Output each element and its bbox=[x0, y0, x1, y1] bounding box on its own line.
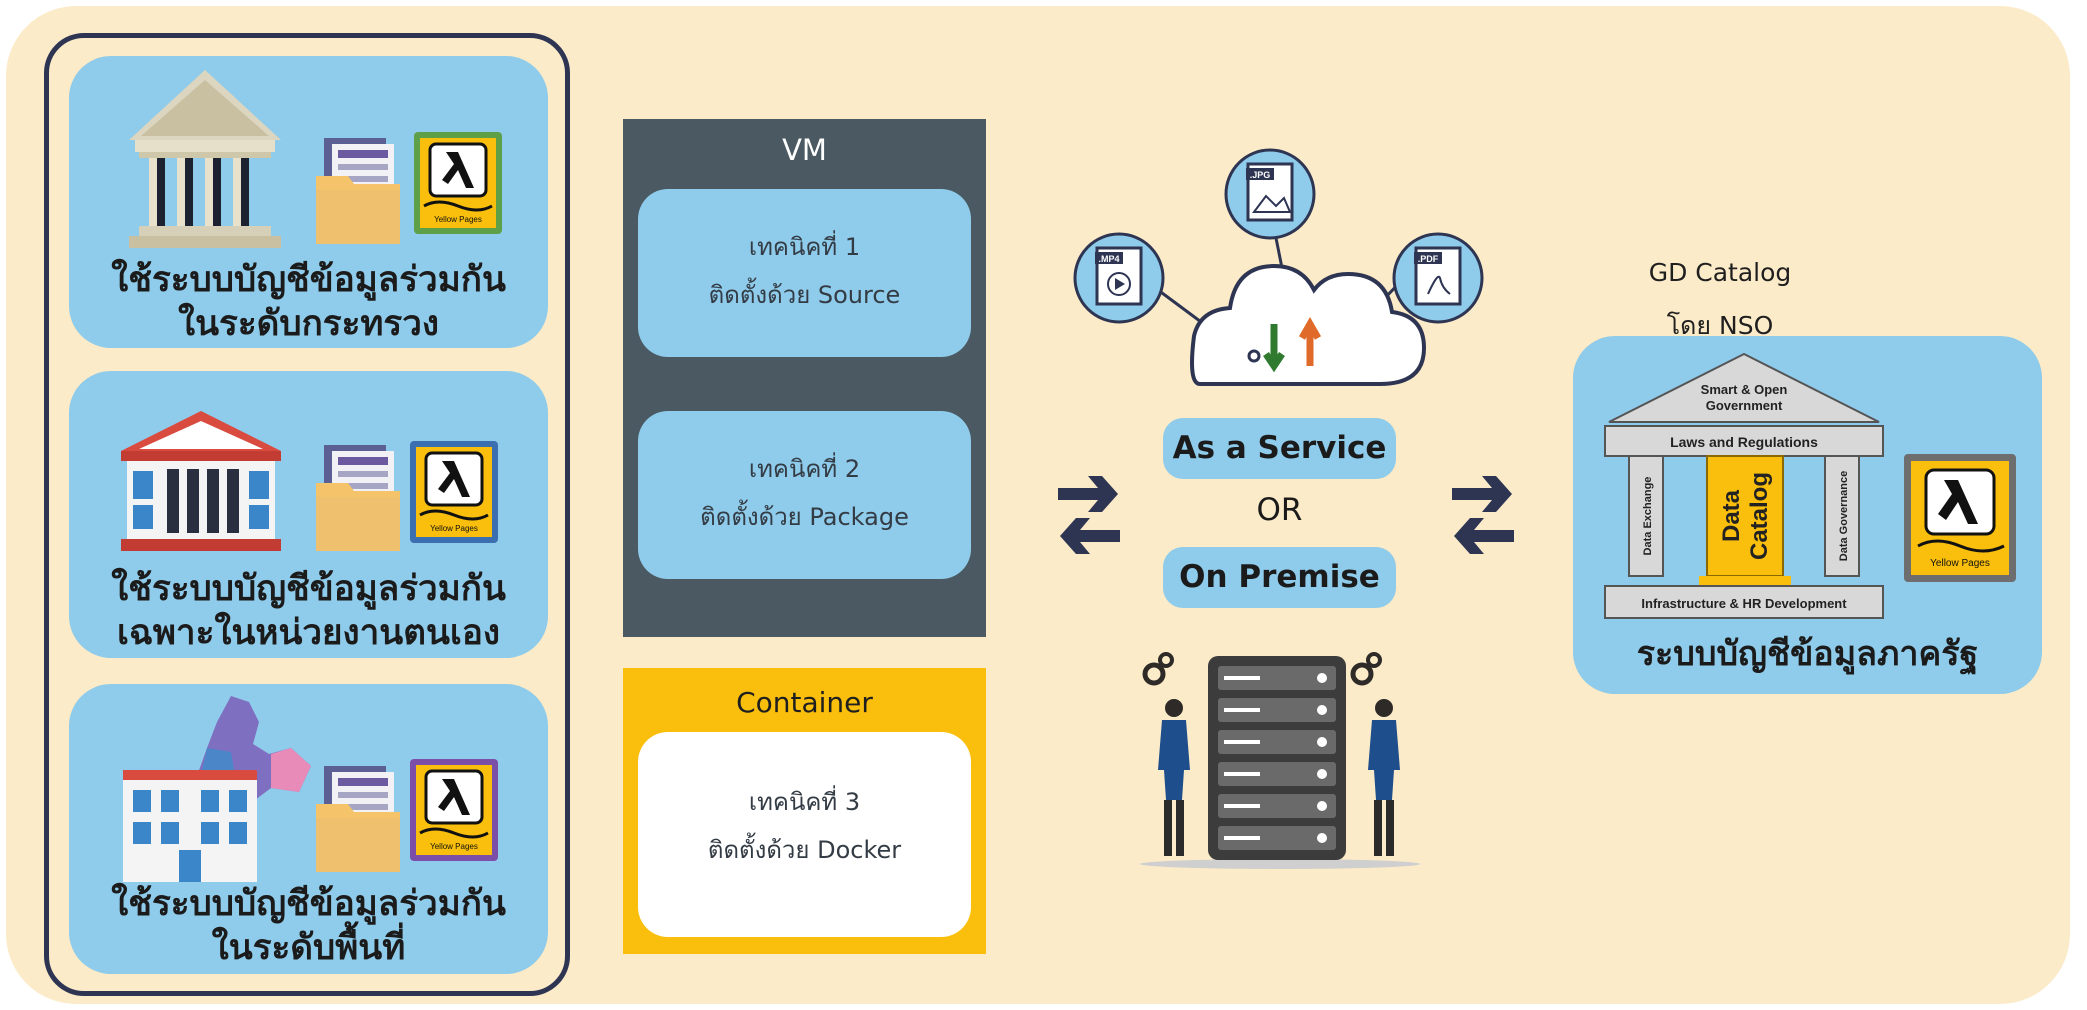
technique-name: เทคนิคที่ 2 bbox=[748, 455, 861, 483]
level-label-line1: ใช้ระบบบัญชีข้อมูลร่วมกัน bbox=[111, 884, 506, 924]
vm-panel: VM เทคนิคที่ 1 ติดตั้งด้วย Source เทคนิค… bbox=[623, 119, 986, 637]
technique-method: ติดตั้งด้วย Package bbox=[700, 503, 909, 531]
level-label-line2: ในระดับกระทรวง bbox=[178, 304, 439, 344]
svg-text:Laws and Regulations: Laws and Regulations bbox=[1670, 434, 1818, 450]
svg-text:Data: Data bbox=[1718, 489, 1745, 542]
documents-folder-icon bbox=[316, 138, 400, 244]
level-card-ministry: Yellow Pages ใช้ระบบบัญชีข้อมูลร่วมกัน ใ… bbox=[69, 56, 548, 348]
level-label-line1: ใช้ระบบบัญชีข้อมูลร่วมกัน bbox=[111, 260, 506, 300]
container-title: Container bbox=[736, 686, 873, 719]
svg-text:.JPG: .JPG bbox=[1250, 170, 1271, 180]
technique-card-1: เทคนิคที่ 1 ติดตั้งด้วย Source bbox=[638, 189, 971, 357]
government-catalog-card: Smart & Open Government Laws and Regulat… bbox=[1573, 336, 2042, 694]
top-edge-gap bbox=[580, 0, 2000, 6]
level-label-line1: ใช้ระบบบัญชีข้อมูลร่วมกัน bbox=[111, 569, 506, 609]
exchange-arrows-icon bbox=[1452, 476, 1514, 554]
government-pillars-icon: Smart & Open Government Laws and Regulat… bbox=[1604, 352, 1884, 619]
documents-folder-icon bbox=[316, 445, 400, 551]
svg-text:Catalog: Catalog bbox=[1746, 472, 1773, 560]
svg-text:.PDF: .PDF bbox=[1418, 254, 1439, 264]
technique-card-2: เทคนิคที่ 2 ติดตั้งด้วย Package bbox=[638, 411, 971, 579]
svg-text:.MP4: .MP4 bbox=[1098, 254, 1119, 264]
usage-levels-frame bbox=[44, 33, 570, 996]
svg-text:Yellow Pages: Yellow Pages bbox=[434, 215, 482, 224]
catalog-subtitle: โดย NSO bbox=[1666, 311, 1774, 340]
cloud-sync-icon: .JPG .MP4 .PDF bbox=[1073, 148, 1484, 386]
catalog-label: ระบบบัญชีข้อมูลภาครัฐ bbox=[1636, 634, 1979, 674]
regional-office-map-icon bbox=[123, 696, 311, 882]
yellow-pages-icon: Yellow Pages bbox=[414, 132, 502, 234]
documents-folder-icon bbox=[316, 766, 400, 872]
svg-text:Government: Government bbox=[1706, 398, 1783, 413]
exchange-arrows-icon bbox=[1058, 476, 1120, 554]
catalog-title: GD Catalog bbox=[1648, 258, 1792, 287]
technique-name: เทคนิคที่ 3 bbox=[748, 788, 861, 816]
yellow-pages-icon: Yellow Pages bbox=[410, 441, 498, 543]
technique-method: ติดตั้งด้วย Docker bbox=[707, 836, 902, 864]
svg-text:Smart & Open: Smart & Open bbox=[1701, 382, 1788, 397]
server-rack-icon bbox=[1140, 652, 1420, 869]
svg-text:Infrastructure & HR Developmen: Infrastructure & HR Development bbox=[1641, 596, 1847, 611]
svg-text:Yellow Pages: Yellow Pages bbox=[1930, 558, 1990, 569]
svg-text:Data Governance: Data Governance bbox=[1838, 471, 1850, 561]
level-label-line2: ในระดับพื้นที่ bbox=[211, 928, 406, 968]
level-card-agency: Yellow Pages ใช้ระบบบัญชีข้อมูลร่วมกัน เ… bbox=[69, 371, 548, 658]
on-premise-badge: On Premise bbox=[1163, 547, 1396, 608]
office-building-icon bbox=[121, 411, 281, 551]
technique-card-3: เทคนิคที่ 3 ติดตั้งด้วย Docker bbox=[638, 732, 971, 937]
yellow-pages-icon: Yellow Pages bbox=[1904, 454, 2016, 582]
technique-method: ติดตั้งด้วย Source bbox=[708, 281, 901, 309]
or-label: OR bbox=[1256, 492, 1303, 528]
yellow-pages-icon: Yellow Pages bbox=[410, 759, 498, 861]
engineer-icon bbox=[1142, 652, 1190, 856]
svg-text:Yellow Pages: Yellow Pages bbox=[430, 524, 478, 533]
svg-text:Data Exchange: Data Exchange bbox=[1642, 477, 1654, 556]
level-label-line2: เฉพาะในหน่วยงานตนเอง bbox=[117, 613, 500, 653]
as-a-service-badge: As a Service bbox=[1163, 418, 1396, 479]
level-card-area: Yellow Pages ใช้ระบบบัญชีข้อมูลร่วมกัน ใ… bbox=[69, 684, 548, 974]
ministry-building-icon bbox=[129, 70, 281, 248]
vm-title: VM bbox=[782, 133, 827, 167]
technique-name: เทคนิคที่ 1 bbox=[748, 233, 861, 261]
engineer-icon bbox=[1350, 652, 1400, 856]
container-panel: Container เทคนิคที่ 3 ติดตั้งด้วย Docker bbox=[623, 668, 986, 954]
svg-text:Yellow Pages: Yellow Pages bbox=[430, 842, 478, 851]
